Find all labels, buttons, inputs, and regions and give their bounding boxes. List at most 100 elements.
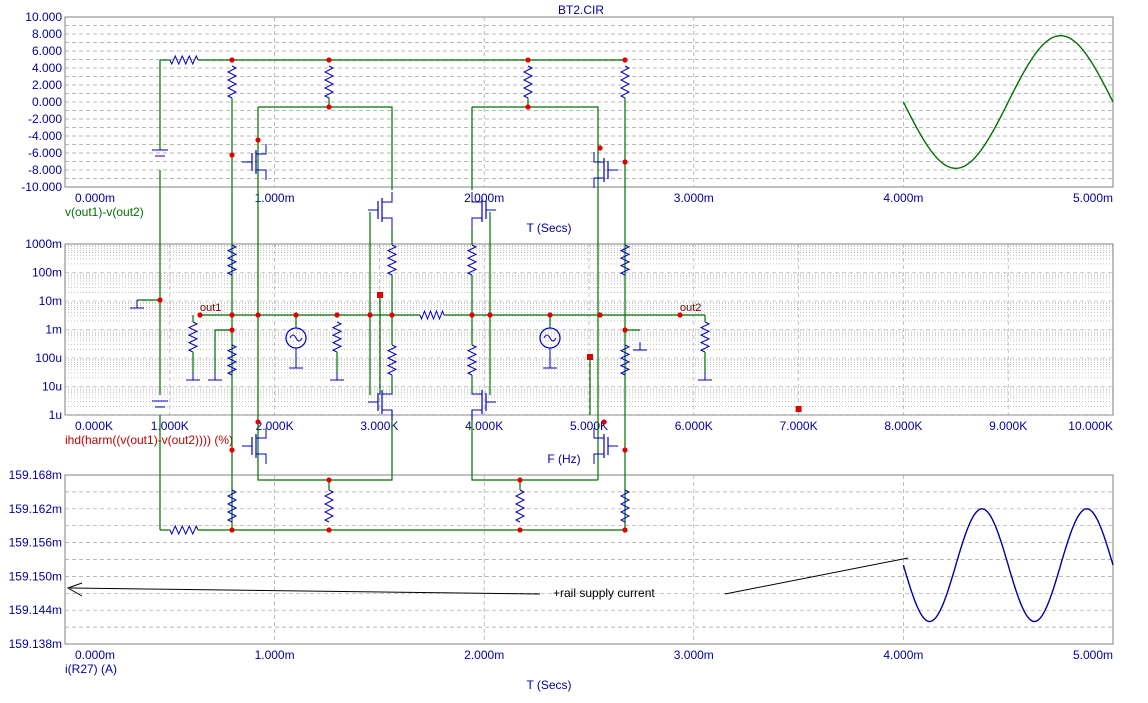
wire: [471, 410, 598, 481]
transistor-icon: [471, 192, 482, 203]
junction-dot: [293, 312, 299, 318]
x-tick-label: 5.000m: [1073, 191, 1113, 205]
junction-dot: [367, 312, 373, 318]
x-tick-label: 6.000K: [675, 419, 713, 433]
y-tick-label: 159.162m: [9, 502, 62, 516]
transistor-icon: [593, 453, 604, 464]
resistor-icon: [226, 244, 238, 276]
junction-dot: [622, 57, 628, 63]
y-tick-label: 159.144m: [9, 603, 62, 617]
transistor-icon: [382, 192, 393, 203]
wire: [257, 107, 393, 481]
y-tick-label: 159.138m: [9, 637, 62, 651]
x-axis-label: T (Secs): [526, 678, 571, 692]
y-tick-label: 159.156m: [9, 536, 62, 550]
x-tick-label: 7.000K: [780, 419, 818, 433]
junction-dot: [601, 419, 607, 425]
resistor-icon: [169, 524, 199, 536]
x-tick-label: 4.000m: [883, 648, 923, 662]
resistor-icon: [331, 321, 343, 353]
junction-dot: [597, 145, 603, 151]
junction-dot: [517, 477, 523, 483]
junction-dot: [326, 527, 332, 533]
junction-dot: [469, 312, 475, 318]
transistor-icon: [256, 428, 267, 439]
resistor-icon: [386, 244, 398, 276]
x-tick-label: 3.000m: [674, 648, 714, 662]
y-tick-label: 0.000: [32, 95, 62, 109]
x-tick-label: 5.000m: [1073, 648, 1113, 662]
resistor-icon: [619, 344, 631, 376]
x-axis-label: F (Hz): [547, 452, 580, 466]
resistor-icon: [466, 244, 478, 276]
transistor-icon: [471, 409, 482, 420]
junction-dot: [622, 159, 628, 165]
x-tick-label: 1.000K: [151, 419, 189, 433]
x-tick-label: 2.000m: [464, 648, 504, 662]
y-tick-label: -6.000: [28, 146, 62, 160]
y-tick-label: 10.000: [25, 10, 62, 24]
y-tick-label: 1m: [45, 323, 62, 337]
y-tick-label: 10u: [42, 380, 62, 394]
junction-dot: [334, 312, 340, 318]
y-tick-label: 8.000: [32, 27, 62, 41]
annotation-arrow-right: [724, 557, 909, 595]
junction-dot: [517, 527, 523, 533]
y-tick-label: -10.000: [21, 180, 62, 194]
transistor-icon: [256, 144, 267, 155]
junction-dot: [255, 312, 261, 318]
x-tick-label: 4.000K: [465, 419, 503, 433]
annotation: +rail supply current: [66, 557, 909, 600]
y-tick-label: 2.000: [32, 78, 62, 92]
resistor-icon: [619, 244, 631, 276]
junction-dot: [677, 312, 683, 318]
x-tick-label: 4.000m: [883, 191, 923, 205]
source-icon: [289, 334, 303, 342]
annotation-arrow-left: [69, 587, 541, 595]
resistor-icon: [169, 54, 199, 66]
junction-dot: [622, 327, 628, 333]
y-tick-label: 100u: [35, 351, 62, 365]
junction-dot: [157, 297, 163, 303]
x-tick-label: 1.000m: [255, 191, 295, 205]
resistor-icon: [514, 489, 526, 523]
x-tick-label: 0.000m: [75, 191, 115, 205]
junction-dot: [197, 312, 203, 318]
y-tick-label: 159.150m: [9, 569, 62, 583]
transistor-icon: [593, 152, 604, 163]
series-label: ihd(harm((v(out1)-v(out2)))) (%): [65, 433, 233, 447]
x-tick-label: 0.000K: [75, 419, 113, 433]
window-title: BT2.CIR: [558, 3, 604, 17]
transistor-icon: [471, 217, 482, 228]
resistor-icon: [226, 344, 238, 376]
resistor-icon: [619, 65, 631, 99]
arrowhead-icon: [66, 582, 83, 597]
y-tick-label: -4.000: [28, 129, 62, 143]
series-line: [902, 35, 1114, 169]
resistor-icon: [522, 65, 534, 99]
x-tick-label: 2.000m: [464, 191, 504, 205]
x-tick-label: 3.000K: [360, 419, 398, 433]
y-tick-label: 100m: [32, 266, 62, 280]
probe-marker: [587, 354, 593, 360]
transistor-icon: [256, 453, 267, 464]
y-tick-label: -2.000: [28, 112, 62, 126]
junction-dot: [622, 527, 628, 533]
series-line: [902, 508, 1114, 623]
y-tick-label: 1000m: [25, 237, 62, 251]
junction-dot: [622, 447, 628, 453]
transistor-icon: [382, 409, 393, 420]
y-tick-label: 4.000: [32, 61, 62, 75]
y-tick-label: 159.168m: [9, 468, 62, 482]
x-tick-label: 1.000m: [255, 648, 295, 662]
junction-dot: [547, 312, 553, 318]
junction-dot: [255, 137, 261, 143]
transistor-icon: [256, 169, 267, 180]
x-tick-label: 8.000K: [884, 419, 922, 433]
junction-dot: [326, 57, 332, 63]
x-axis-label: T (Secs): [526, 221, 571, 235]
x-tick-label: 9.000K: [989, 419, 1027, 433]
